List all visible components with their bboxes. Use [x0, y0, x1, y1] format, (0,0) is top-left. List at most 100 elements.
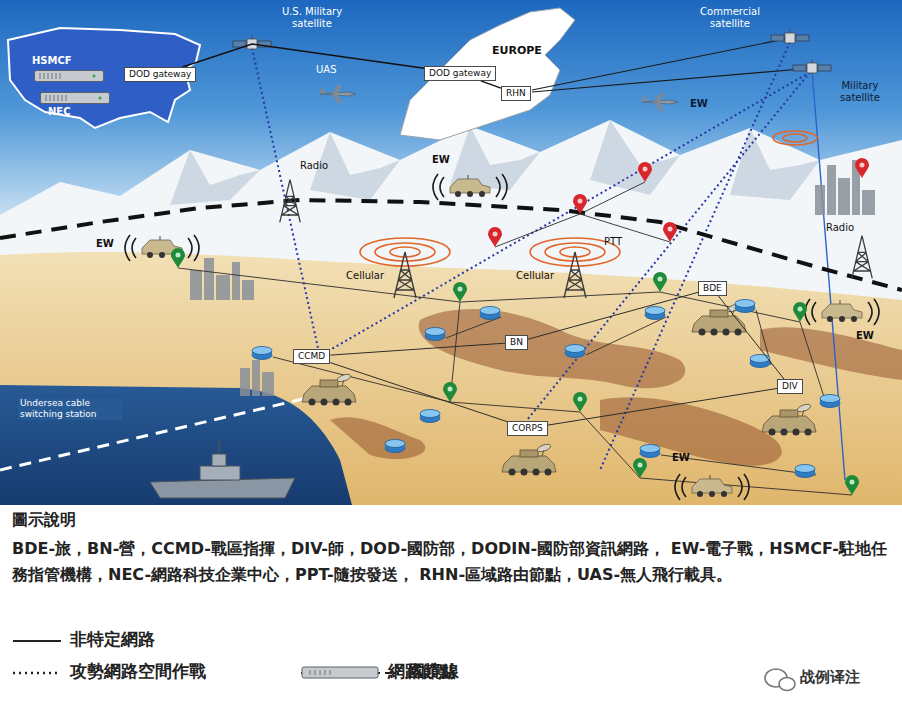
illustration-part: [330, 417, 425, 459]
illustration-part: [527, 72, 810, 420]
illustration-part: [638, 162, 652, 182]
illustration-part: [779, 678, 795, 691]
network-node-box: DOD gateway: [424, 66, 496, 81]
ship: [150, 440, 295, 498]
sky: [0, 0, 902, 505]
illustration-part: [319, 85, 356, 103]
illustration-part: [216, 275, 230, 300]
ew-vehicles: [125, 174, 879, 500]
server-label: NEC: [48, 106, 71, 118]
node-label: DOD gateway: [429, 68, 491, 79]
illustration-part: [590, 120, 680, 195]
node-label: CORPS: [512, 423, 543, 434]
legend-text: 非特定網路: [70, 628, 155, 651]
illustration-part: [41, 93, 110, 104]
node-label: DOD gateway: [129, 69, 191, 80]
ew-label: EW: [432, 154, 450, 166]
illustration-part: [663, 222, 677, 242]
illustration-part: [460, 292, 660, 302]
illustration-part: [262, 372, 274, 396]
illustration-part: [310, 132, 400, 200]
illustration-part: [800, 322, 825, 400]
radio-label: Radio: [300, 160, 328, 172]
illustration-part: [171, 248, 185, 268]
illustration-part: [645, 307, 665, 320]
legend-item: 網路節點: [300, 660, 456, 683]
line-sample-stroke: [13, 671, 61, 674]
illustration-part: [233, 35, 271, 49]
illustration-part: [488, 227, 502, 247]
illustration-part: [815, 185, 825, 215]
node-sample: [300, 662, 380, 682]
battlefield-illustration: [0, 0, 902, 505]
network-node-box: CCMD: [293, 349, 330, 364]
sea: [0, 385, 352, 505]
illustration-part: [280, 180, 301, 223]
illustration-part: [633, 458, 647, 478]
illustration-part: [586, 317, 666, 355]
ew-label: EW: [856, 330, 874, 342]
illustration-part: [8, 28, 200, 128]
network-link: [330, 343, 505, 355]
illustration-part: [190, 270, 202, 300]
legend-text: 攻勢網路空間作戰: [70, 660, 206, 683]
line-sample: [12, 630, 62, 650]
illustration-part: [446, 317, 501, 338]
node-icon-detail: [310, 670, 330, 675]
line-sample: [12, 662, 62, 682]
illustration-part: [822, 300, 862, 322]
illustration-part: [450, 175, 490, 197]
illustration-part: [820, 395, 840, 408]
illustration-part: [640, 445, 660, 458]
line-sample: [300, 662, 400, 682]
illustration-part: [35, 71, 104, 82]
illustration-part: [735, 300, 755, 313]
line-sample-stroke: [13, 640, 61, 642]
towers: [280, 180, 873, 298]
legend-item: 非特定網路: [12, 628, 155, 651]
illustration-part: [232, 262, 240, 300]
illustration-part: [640, 478, 852, 495]
network-node-box: DOD gateway: [124, 67, 196, 82]
illustration-part: [692, 475, 732, 497]
network-link: [481, 81, 501, 88]
network-node-box: CORPS: [507, 421, 548, 436]
illustration-part: [855, 158, 869, 178]
border-line: [0, 200, 902, 290]
mesh-links: [178, 182, 852, 495]
illustration-part: [661, 455, 816, 475]
illustration-part: [675, 474, 749, 500]
satellite-label: Commercial satellite: [690, 6, 770, 30]
cities: [190, 160, 875, 396]
illustration-part: [532, 38, 790, 90]
illustration-part: [845, 475, 859, 495]
cell-rings: [360, 131, 817, 266]
watermark: 战例译注: [800, 668, 860, 686]
green-pins: [171, 248, 859, 495]
illustration-part: [771, 29, 809, 43]
illustration-part: [419, 309, 686, 388]
network-link: [548, 388, 777, 425]
legend-text: 網路節點: [388, 660, 456, 683]
illustration-part: [573, 194, 587, 214]
illustration-part: [564, 252, 586, 298]
illustration-part: [385, 440, 405, 453]
ew-label: EW: [690, 98, 708, 110]
illustration-part: [394, 252, 416, 298]
satellites: [233, 29, 831, 73]
illustration-part: [827, 165, 836, 215]
aircraft-label: UAS: [316, 64, 337, 76]
red-pins: [488, 158, 869, 247]
network-link: [183, 44, 424, 68]
illustration-part: [480, 307, 500, 320]
station-label: Undersea cable switching station: [18, 398, 122, 420]
illustration-part: [502, 443, 556, 476]
satellite-label: Military satellite: [826, 80, 894, 104]
network-node-box: BDE: [698, 281, 727, 296]
offensive-cyber-lines: [252, 42, 810, 470]
